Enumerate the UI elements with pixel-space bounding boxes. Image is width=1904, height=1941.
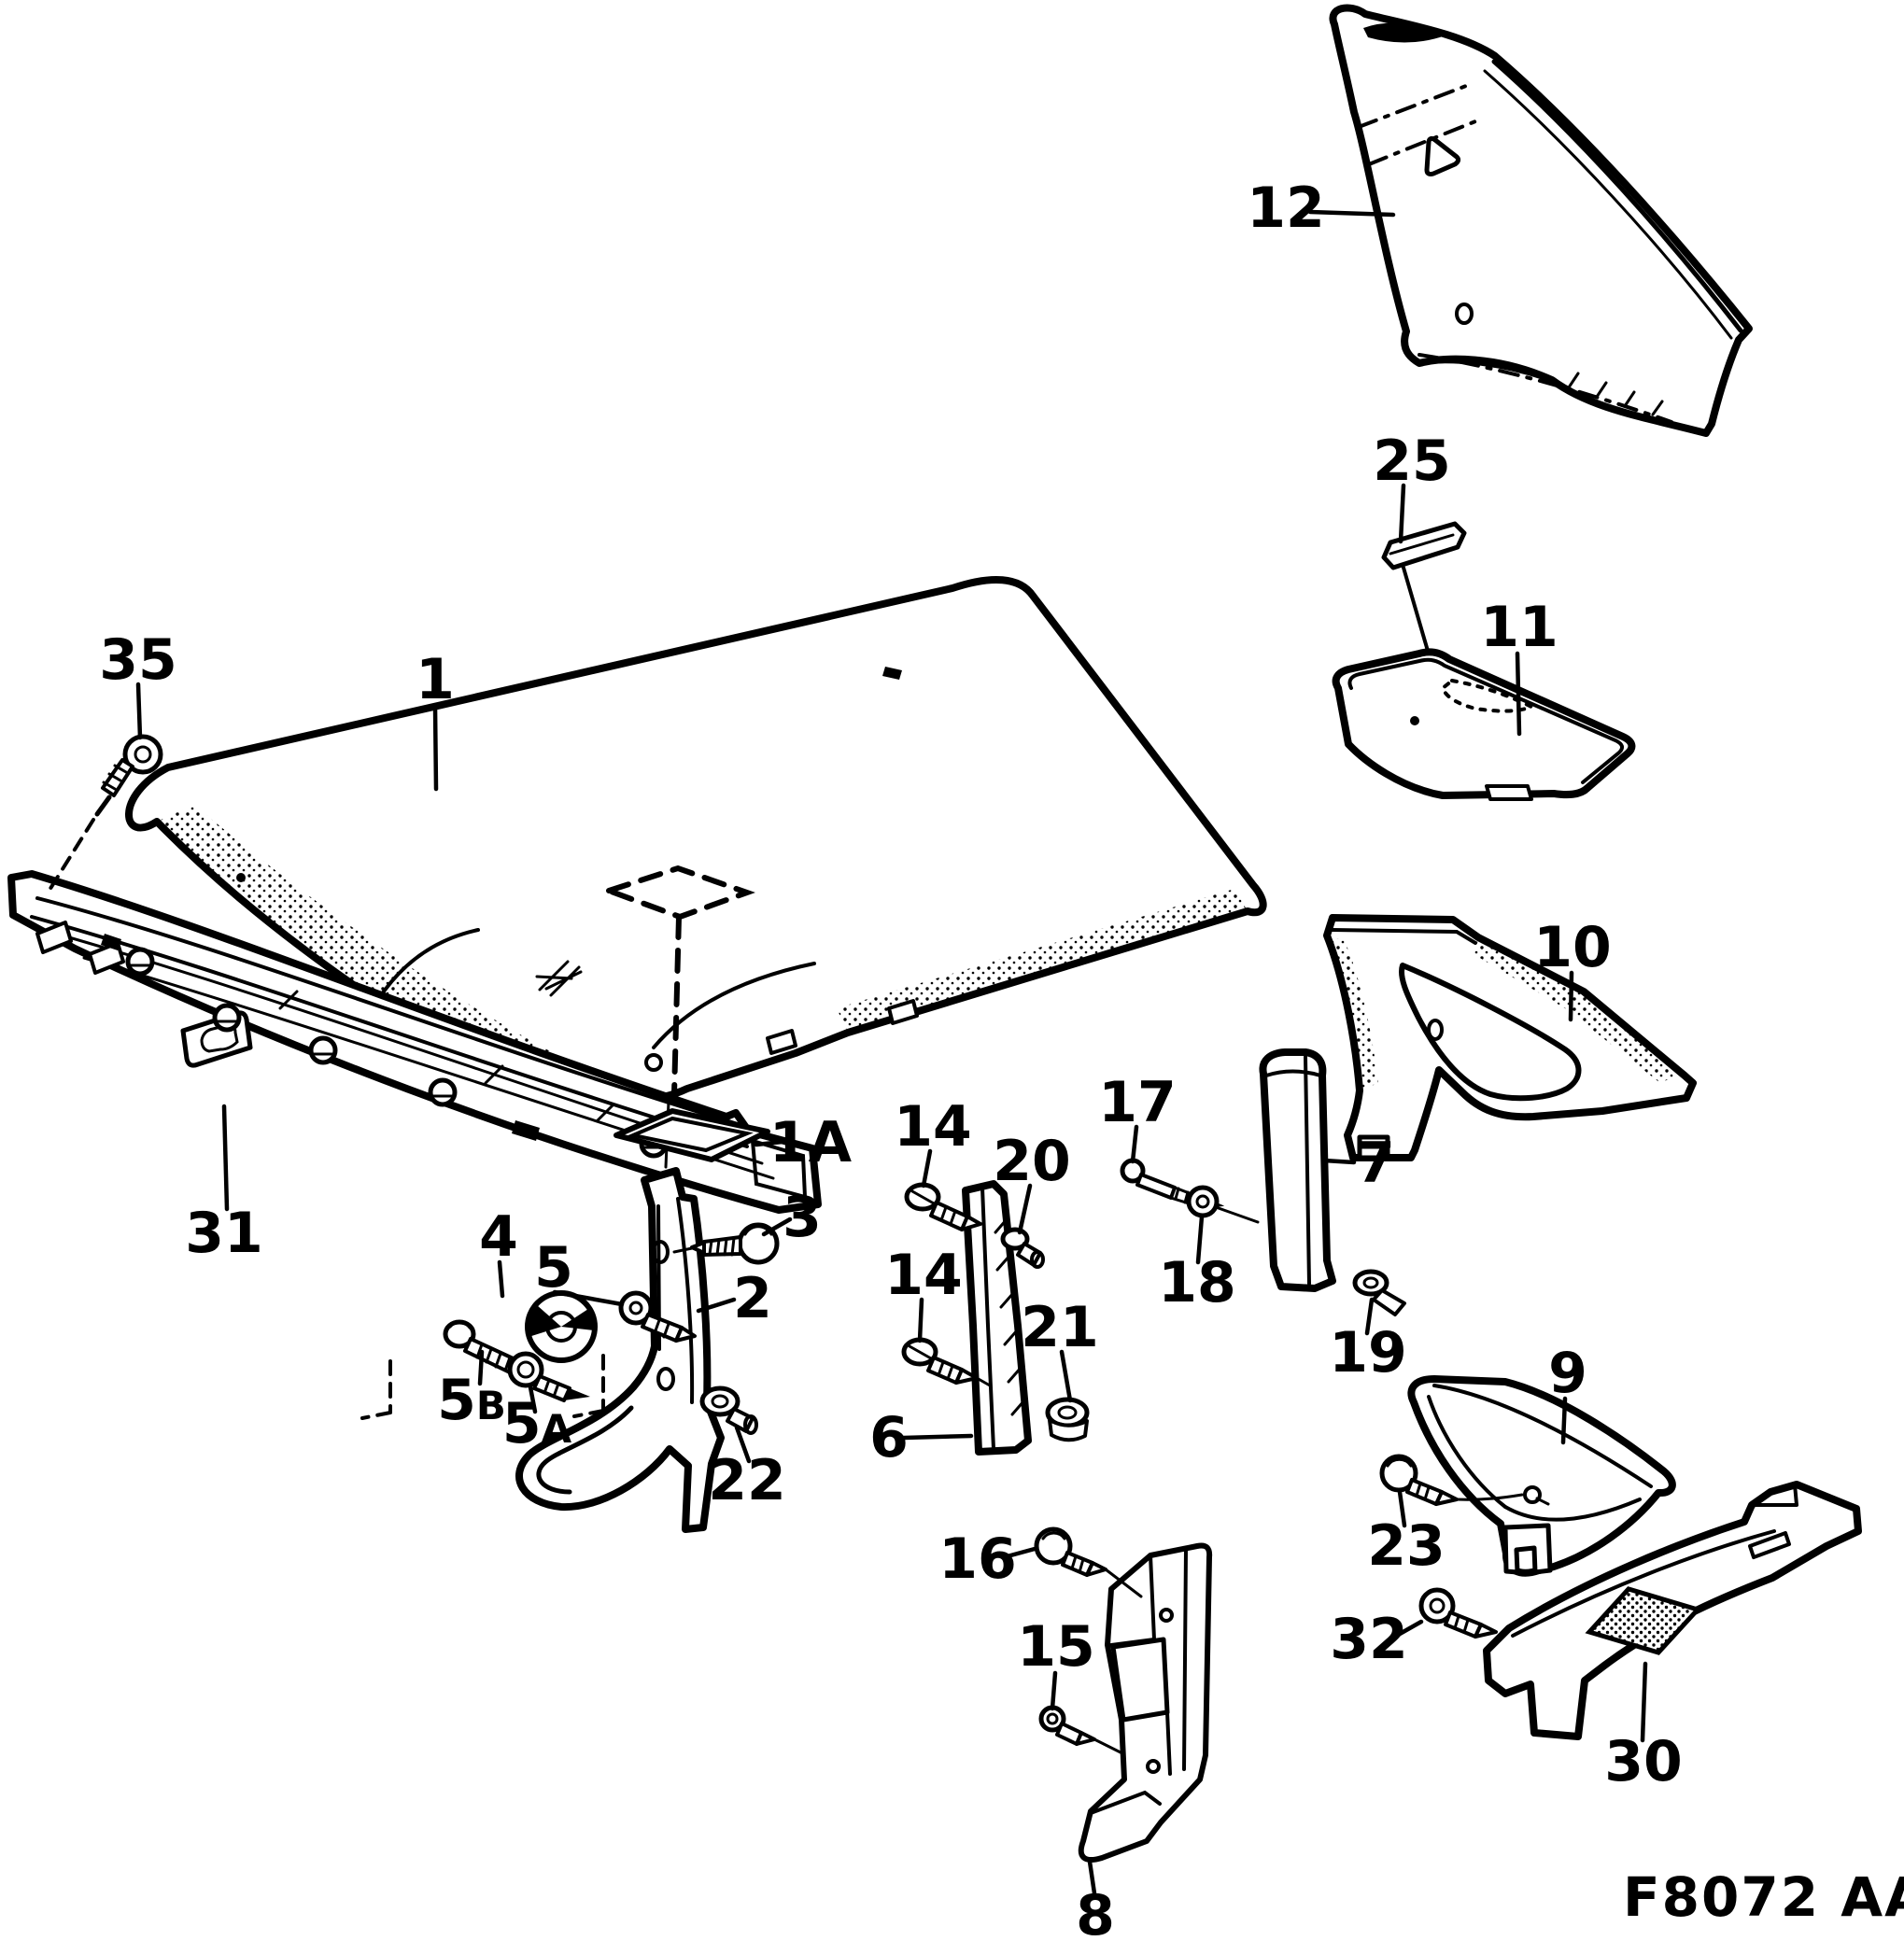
part-8-bracket xyxy=(1078,1542,1213,1863)
leader-line-11 xyxy=(1515,651,1522,737)
leader-line-4 xyxy=(497,1259,505,1299)
washer-18-icon xyxy=(1186,1185,1260,1224)
leader-line-30 xyxy=(1640,1661,1648,1743)
part-label-18: 18 xyxy=(1158,1250,1236,1315)
clip-22-icon xyxy=(699,1385,758,1435)
leader-line-2 xyxy=(696,1297,737,1314)
part-label-7: 7 xyxy=(1356,1131,1395,1196)
leader-line-31 xyxy=(221,1104,230,1212)
part-label-32: 32 xyxy=(1330,1607,1408,1672)
part-label-11: 11 xyxy=(1480,595,1558,660)
leader-line-35 xyxy=(135,682,143,740)
part-9-quarter-trim xyxy=(1407,1375,1676,1577)
screw-14-lower-icon xyxy=(901,1337,992,1387)
part-label-8: 8 xyxy=(1076,1883,1115,1941)
leader-line-20 xyxy=(1017,1183,1033,1235)
part-31-front-header-rail xyxy=(7,870,822,1214)
part-label-10: 10 xyxy=(1533,915,1612,980)
part-label-15: 15 xyxy=(1017,1614,1095,1680)
part-label-2: 2 xyxy=(733,1266,772,1331)
rail-clip-bumps xyxy=(125,947,669,1159)
part-label-3: 3 xyxy=(783,1185,822,1250)
leader-line-12 xyxy=(1307,209,1396,218)
part-1a-gasket-frame xyxy=(614,1100,770,1169)
screw-35-icon xyxy=(45,734,163,896)
leader-line-1 xyxy=(432,704,439,792)
part-label-9: 9 xyxy=(1548,1341,1587,1406)
leader-line-18 xyxy=(1195,1214,1205,1265)
part-label-35: 35 xyxy=(99,627,177,693)
leader-line-9 xyxy=(1560,1396,1568,1445)
leader-line-3 xyxy=(761,1217,793,1237)
screw-16-icon xyxy=(1034,1526,1143,1598)
part-1-headliner xyxy=(125,576,1267,1103)
part-label-30: 30 xyxy=(1604,1729,1683,1794)
clip-19-icon xyxy=(1352,1269,1406,1316)
leader-line-15 xyxy=(1050,1670,1058,1711)
part-label-12: 12 xyxy=(1247,176,1325,241)
part-label-17: 17 xyxy=(1098,1070,1177,1135)
leader-line-14-upper xyxy=(921,1148,933,1189)
leader-line-32 xyxy=(1390,1619,1424,1640)
part-10-c-pillar-trim xyxy=(1323,914,1697,1161)
part-6-b-pillar-strip xyxy=(962,1180,1032,1456)
leader-line-6 xyxy=(901,1433,974,1441)
part-30-sill-panel xyxy=(1483,1481,1862,1740)
leader-line-22 xyxy=(734,1425,752,1464)
leader-line-19 xyxy=(1364,1297,1375,1336)
part-label-21: 21 xyxy=(1021,1295,1099,1360)
part-label-16: 16 xyxy=(938,1526,1017,1592)
part-label-22: 22 xyxy=(708,1448,786,1513)
part-12-upper-c-pillar-trim xyxy=(1329,4,1753,437)
leader-line-5B xyxy=(477,1349,485,1386)
part-label-19: 19 xyxy=(1329,1320,1407,1385)
part-label-5: 5 xyxy=(534,1235,573,1301)
part-25-trim-strip xyxy=(1381,521,1467,659)
leader-line-17 xyxy=(1130,1124,1139,1164)
leader-line-5 xyxy=(552,1289,625,1307)
leader-line-14-lower xyxy=(917,1297,924,1343)
leader-line-1A xyxy=(754,1139,785,1147)
part-2-a-pillar-trim xyxy=(515,1167,725,1533)
part-label-25: 25 xyxy=(1373,429,1451,494)
leader-line-25 xyxy=(1398,483,1406,544)
pin-20-icon xyxy=(1000,1227,1045,1269)
part-7-pillar-strip xyxy=(1259,1048,1336,1292)
screw-14-upper-icon xyxy=(904,1182,982,1231)
part-label-31: 31 xyxy=(185,1201,263,1266)
grommet-4-icon xyxy=(525,1290,598,1363)
part-label-14-lower: 14 xyxy=(884,1243,963,1308)
figure-code: F8072 AAC90 xyxy=(1623,1865,1904,1929)
part-label-23: 23 xyxy=(1367,1513,1446,1579)
leader-line-16 xyxy=(1001,1546,1037,1560)
leader-line-5A xyxy=(528,1385,538,1414)
leader-line-10 xyxy=(1568,970,1574,1022)
part-label-1A: 1A xyxy=(769,1110,853,1175)
part-label-4: 4 xyxy=(479,1204,518,1270)
part-11-rear-headliner-panel xyxy=(1332,648,1636,801)
hidden-edge-dashes xyxy=(360,1354,605,1420)
washer-bolt-5a-icon xyxy=(507,1351,590,1402)
part-label-5B: 5B xyxy=(437,1368,506,1433)
leader-line-8 xyxy=(1087,1859,1097,1896)
leader-line-23 xyxy=(1397,1489,1407,1528)
screw-5-icon xyxy=(618,1290,697,1343)
part-label-14-upper: 14 xyxy=(894,1094,972,1160)
leader-line-7 xyxy=(1321,1158,1357,1165)
part-label-20: 20 xyxy=(993,1129,1071,1194)
part-label-1: 1 xyxy=(416,647,455,712)
part-label-6: 6 xyxy=(869,1405,909,1470)
nut-21-icon xyxy=(1045,1397,1090,1442)
screw-15-icon xyxy=(1038,1705,1124,1755)
leader-line-21 xyxy=(1059,1349,1073,1403)
screw-32-icon xyxy=(1418,1587,1498,1639)
